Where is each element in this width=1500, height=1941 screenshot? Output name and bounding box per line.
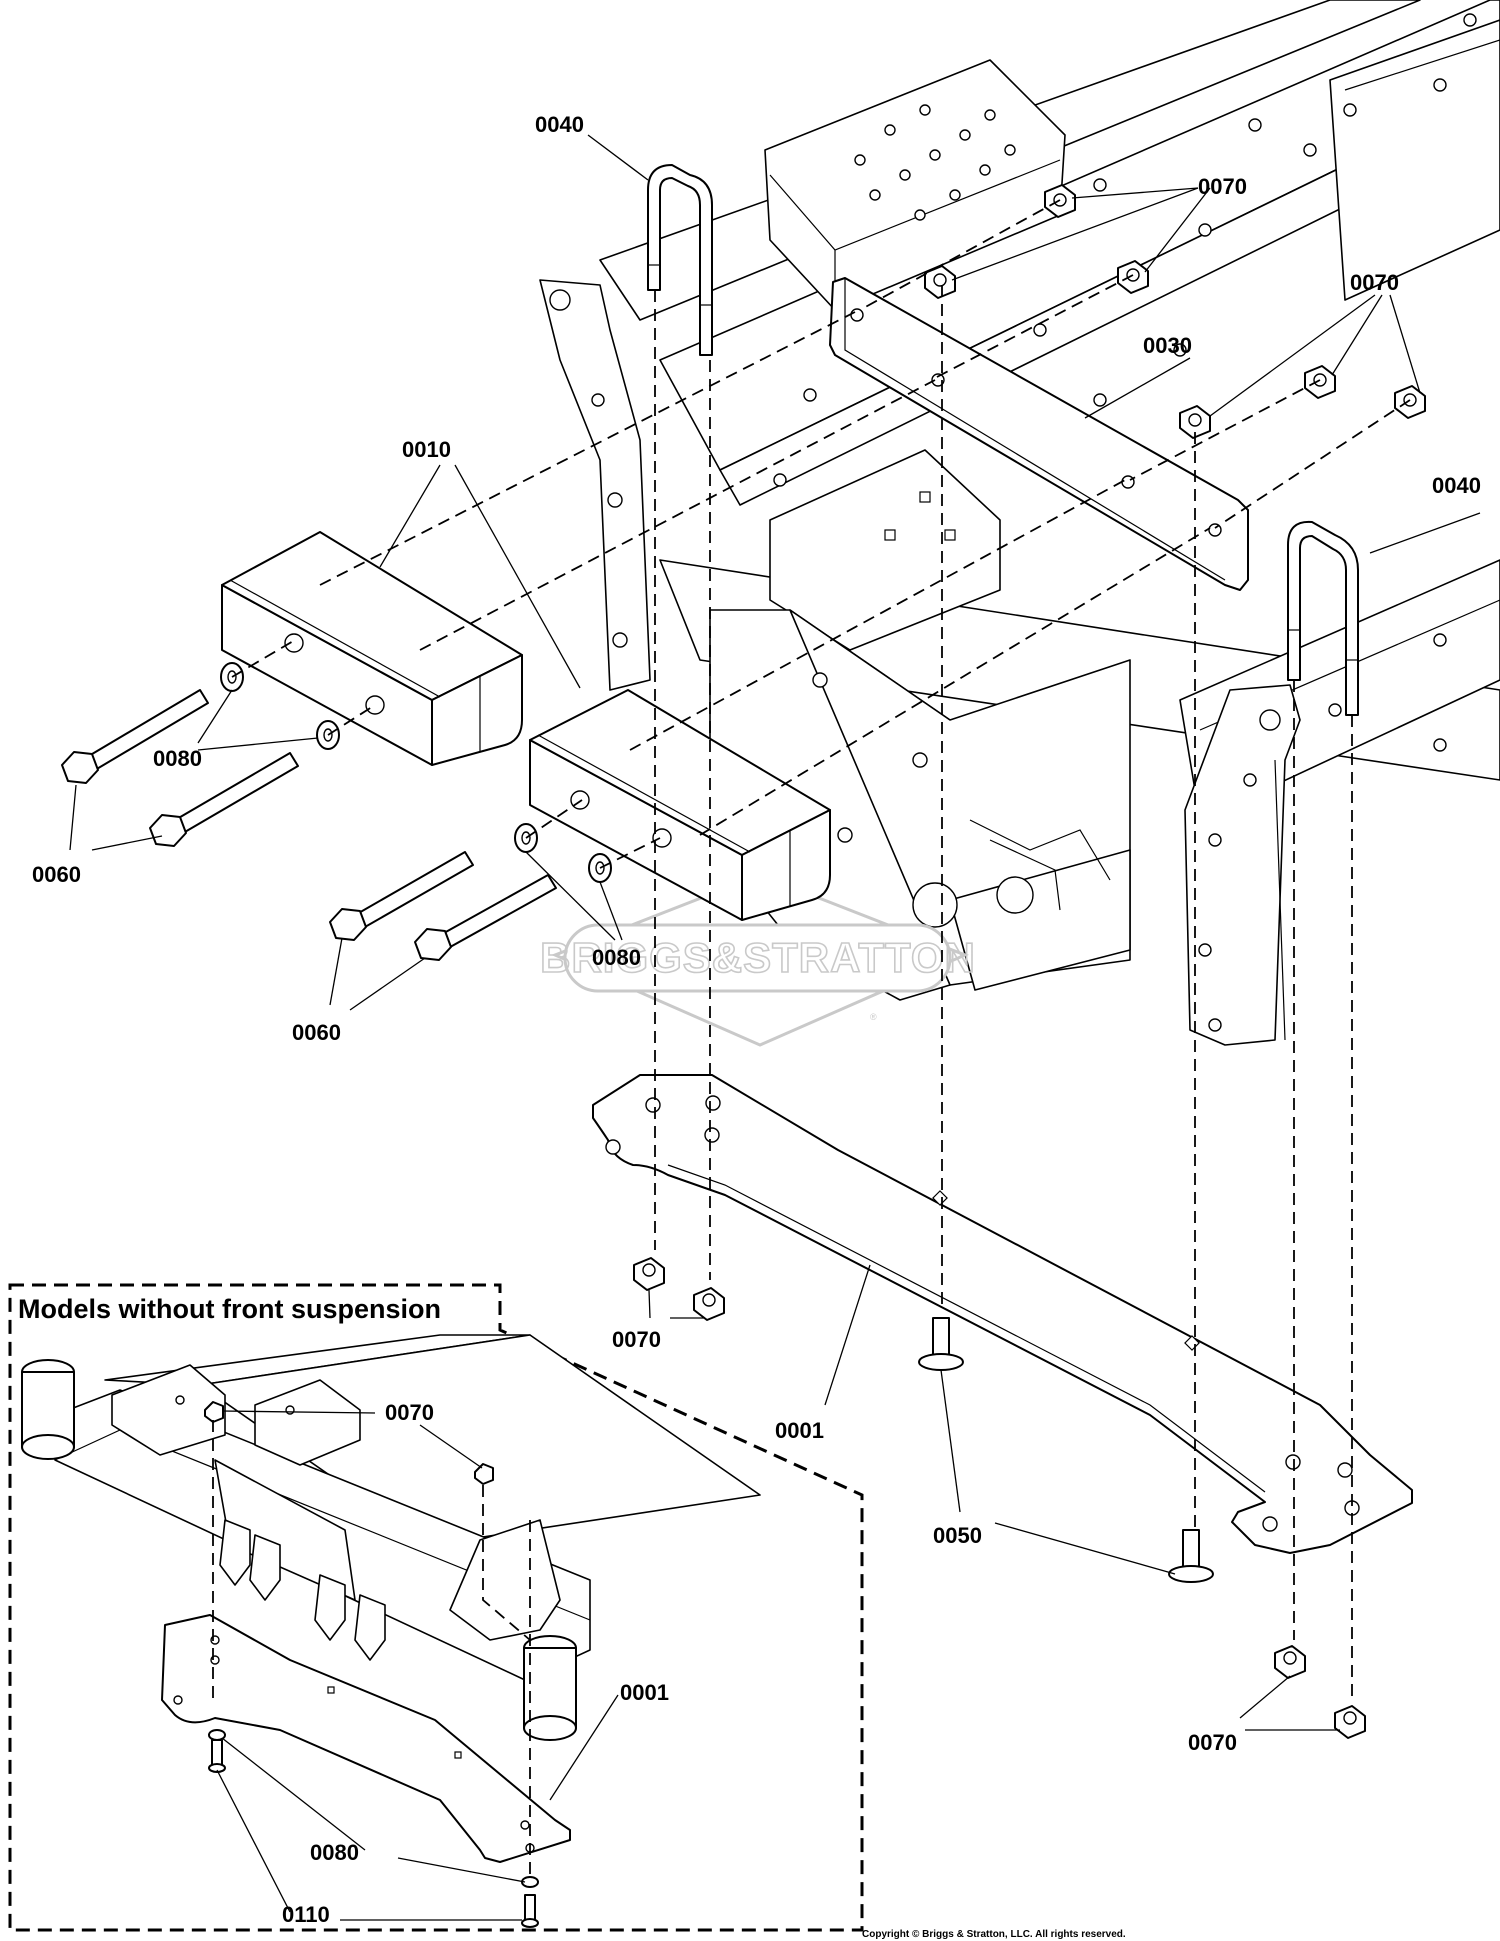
callout-0040-right: 0040	[1432, 473, 1481, 498]
watermark-text: BRIGGS&STRATTON	[540, 934, 976, 981]
inset-models-without-front-suspension: Models without front suspension	[8, 1283, 864, 1932]
callout-0060-a: 0060	[32, 862, 81, 887]
part-0050-bolts	[918, 1317, 1214, 1583]
inset-title: Models without front suspension	[18, 1294, 441, 1324]
callout-0070-top: 0070	[1198, 174, 1247, 199]
part-0030-plate	[829, 277, 1249, 591]
part-0060-bolt-4	[414, 874, 557, 961]
copyright-notice: Copyright © Briggs & Stratton, LLC. All …	[862, 1929, 1126, 1940]
part-0070-nuts	[633, 184, 1426, 1739]
leader-lines	[69, 134, 1481, 1731]
inset-callout-0070: 0070	[385, 1400, 434, 1425]
inset-callout-0110: 0110	[282, 1902, 330, 1927]
callout-0010: 0010	[402, 437, 451, 462]
part-0010-weight-right	[529, 689, 831, 921]
callout-0080-a: 0080	[153, 746, 202, 771]
inset-fasteners	[204, 1401, 539, 1928]
inset-callout-0001: 0001	[620, 1680, 669, 1705]
part-0060-bolt-2	[149, 752, 299, 847]
assembly-dashed-lines	[231, 199, 1411, 1700]
watermark-registered-mark: ®	[870, 1012, 877, 1022]
inset-frame	[21, 1334, 761, 1741]
callout-0060-b: 0060	[292, 1020, 341, 1045]
callout-labels: 0040 0070 0070 0030 0010 0040 0080 0060 …	[32, 112, 1481, 1755]
callout-0070-low: 0070	[612, 1327, 661, 1352]
callout-0070-right: 0070	[1350, 270, 1399, 295]
callout-0050: 0050	[933, 1523, 982, 1548]
inset-dashed-lines	[212, 1420, 531, 1880]
part-0001-mounting-plate	[592, 1074, 1413, 1554]
part-0040-u-bolt-right	[1287, 520, 1359, 716]
inset-callout-0080: 0080	[310, 1840, 359, 1865]
callout-0040-top: 0040	[535, 112, 584, 137]
callout-0030: 0030	[1143, 333, 1192, 358]
part-0060-bolt-3	[329, 851, 474, 941]
inset-leader-lines	[216, 1410, 619, 1921]
briggs-stratton-watermark: BRIGGS&STRATTON ®	[539, 873, 976, 1047]
inset-part-0001-plate	[161, 1614, 571, 1863]
callout-0080-b: 0080	[592, 945, 641, 970]
callout-0070-bottom: 0070	[1188, 1730, 1237, 1755]
part-0010-weight-left	[221, 531, 523, 766]
part-0040-u-bolt-left	[647, 164, 713, 356]
callout-0001: 0001	[775, 1418, 824, 1443]
part-0060-bolt-1	[61, 689, 209, 784]
